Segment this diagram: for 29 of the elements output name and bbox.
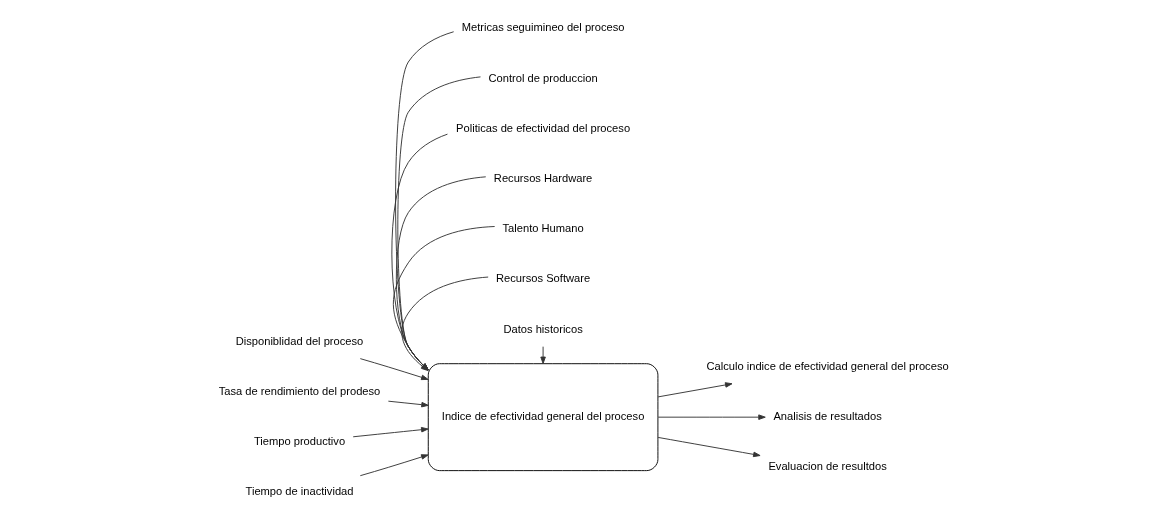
node-text: Metricas seguimineo del proceso bbox=[461, 21, 625, 34]
node-text: Tiempo de inactividad bbox=[245, 485, 354, 498]
arrow bbox=[395, 176, 487, 371]
node-text: Recursos Hardware bbox=[493, 172, 593, 185]
arrow bbox=[657, 436, 761, 458]
arrow bbox=[657, 382, 733, 398]
arrow bbox=[352, 426, 429, 438]
node-text: Evaluacion de resultdos bbox=[768, 460, 887, 473]
node-text: Talento Humano bbox=[502, 222, 584, 235]
arrow bbox=[657, 414, 766, 420]
node-text: Control de produccion bbox=[488, 71, 598, 84]
arrow bbox=[387, 400, 429, 408]
node-text: Tiempo productivo bbox=[253, 435, 346, 448]
arrow bbox=[392, 226, 496, 371]
node-box: Indice de efectividad general del proceso bbox=[427, 363, 659, 472]
arrow bbox=[540, 346, 546, 365]
node-text: Tasa de rendimiento del prodeso bbox=[218, 384, 381, 397]
arrow bbox=[359, 358, 429, 381]
node-text: Calculo indice de efectividad general del proceso bbox=[706, 359, 949, 372]
node-text: Disponiblidad del proceso bbox=[235, 334, 364, 347]
arrow bbox=[395, 31, 455, 371]
node-text: Recursos Software bbox=[496, 272, 591, 285]
arrow bbox=[401, 276, 489, 371]
node-text: Politicas de efectividad del proceso bbox=[456, 121, 631, 134]
arrow bbox=[359, 454, 429, 477]
node-text: Datos historicos bbox=[503, 322, 583, 335]
arrow bbox=[391, 133, 448, 371]
arrow bbox=[397, 76, 481, 371]
node-text: Analisis de resultados bbox=[773, 410, 882, 423]
